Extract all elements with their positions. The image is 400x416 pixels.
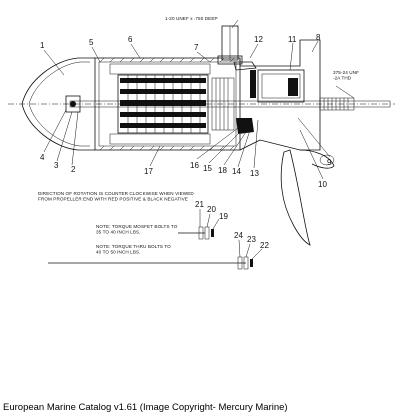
motor-housing-inner — [98, 61, 237, 147]
part-label-6: 6 — [128, 35, 133, 44]
controller-board — [261, 73, 301, 99]
thread-lines — [323, 98, 349, 110]
commutator-bars — [215, 78, 229, 130]
part-label-10: 10 — [318, 180, 327, 189]
mosfet-nut-19 — [211, 229, 214, 237]
leader-lines — [43, 19, 355, 180]
mosfet-washer-21 — [198, 226, 204, 240]
propeller-blade — [280, 149, 311, 246]
part-label-4: 4 — [40, 153, 45, 162]
controller-chip — [288, 78, 298, 96]
part-label-15: 15 — [203, 164, 212, 173]
part-label-9: 9 — [327, 158, 332, 167]
mosfet-bolt-assembly — [178, 209, 220, 240]
part-label-16: 16 — [190, 161, 199, 170]
brush-holder — [236, 118, 254, 134]
part-label-11: 11 — [288, 35, 297, 44]
part-label-18: 18 — [218, 166, 227, 175]
rotation-note-text: DIRECTION OF ROTATION IS COUNTER CLOCKWI… — [38, 191, 194, 202]
magnet-bottom — [109, 133, 211, 145]
bearing-ball — [70, 101, 76, 107]
image-caption: European Marine Catalog v1.61 (Image Cop… — [3, 402, 288, 413]
armature-slots — [127, 75, 201, 133]
controller-box — [257, 69, 305, 103]
part-label-20: 20 — [207, 205, 216, 214]
part-label-19: 19 — [219, 212, 228, 221]
part-numbers: 1 2 3 4 5 6 7 8 9 10 11 12 13 14 15 16 1… — [40, 33, 332, 250]
propeller-hub — [299, 149, 335, 169]
part-label-8: 8 — [316, 33, 321, 42]
part-label-13: 13 — [250, 169, 259, 178]
mosfet-washer-20 — [204, 226, 210, 240]
armature-windings — [120, 78, 206, 128]
front-bearing — [65, 95, 81, 113]
part-label-5: 5 — [89, 38, 94, 47]
thru-bolt-assembly — [48, 239, 263, 270]
commutator — [211, 77, 235, 131]
mount-flange — [217, 55, 243, 65]
nose-cone-inner — [28, 61, 90, 147]
wire-clamp — [233, 61, 257, 71]
part-label-3: 3 — [54, 161, 59, 170]
armature — [117, 74, 209, 134]
part-label-7: 7 — [194, 43, 199, 52]
part-label-2: 2 — [71, 165, 76, 174]
bolt-spec-text: 1-20 UNEF x .750 DEEP — [165, 16, 218, 21]
rear-threads — [319, 97, 355, 111]
part-label-14: 14 — [232, 167, 241, 176]
part-label-12: 12 — [254, 35, 263, 44]
motor-housing — [94, 57, 241, 151]
part-label-17: 17 — [144, 167, 153, 176]
propeller-nut — [319, 154, 335, 166]
part-label-22: 22 — [260, 241, 269, 250]
part-label-1: 1 — [40, 41, 45, 50]
thread-spec-text: 375-24 UNF-2A THD — [333, 70, 359, 81]
seal — [250, 70, 256, 98]
motor-exploded-diagram: 1-20 UNEF x .750 DEEP 375-24 UNF-2A THD … — [8, 16, 395, 270]
part-label-23: 23 — [247, 235, 256, 244]
end-cap — [239, 39, 321, 151]
thru-nut-22 — [250, 259, 253, 267]
part-label-21: 21 — [195, 200, 204, 209]
magnet-top — [109, 63, 211, 75]
part-label-24: 24 — [234, 231, 243, 240]
